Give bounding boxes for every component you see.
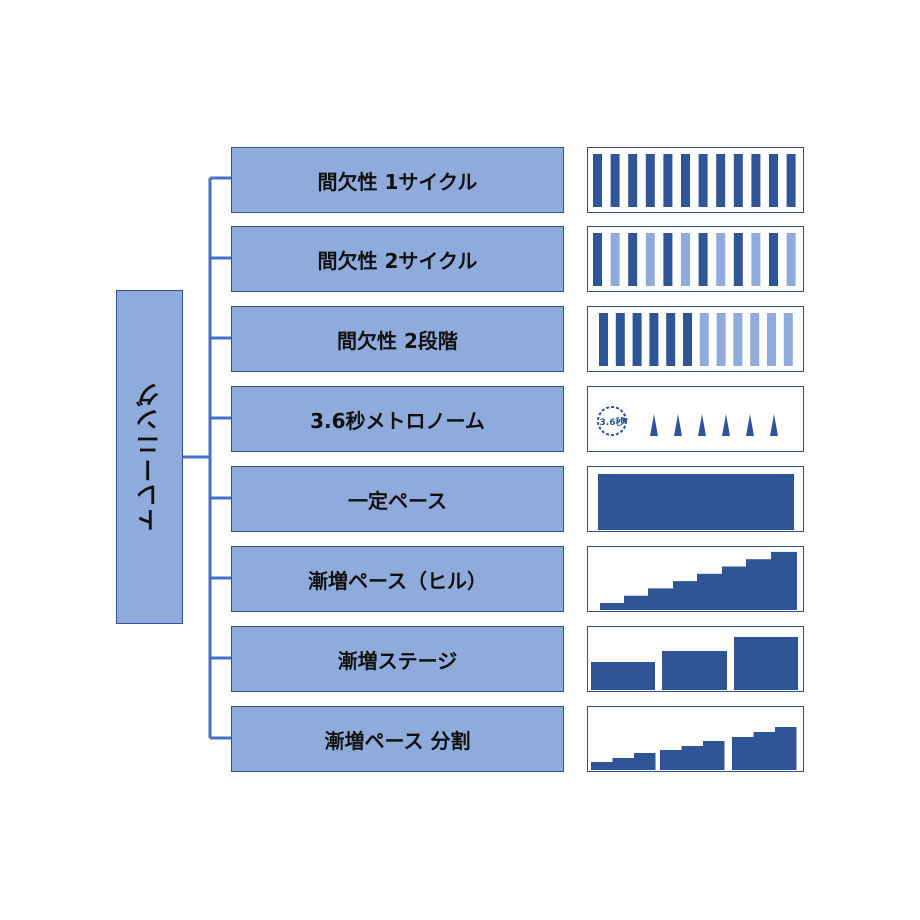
item-incremental-pace-split: 漸増ペース 分割 (231, 706, 564, 772)
stripe (733, 233, 743, 286)
stripe (698, 154, 708, 207)
step (634, 753, 656, 770)
item-label: 漸増ペース（ヒル） (308, 568, 487, 593)
stripe (599, 313, 608, 366)
constant-pace-icon (587, 466, 804, 532)
stripe (716, 313, 726, 366)
stripe (769, 154, 778, 207)
incremental-stage-icon (587, 626, 804, 692)
intermittent-2-stage-icon (587, 306, 804, 372)
stripe (733, 313, 743, 366)
stripe (628, 233, 638, 286)
stripe (666, 313, 676, 366)
stripe (632, 313, 642, 366)
metronome-text: 3.6秒 (600, 416, 625, 428)
stage (662, 651, 727, 690)
stripe (681, 154, 690, 207)
item-metronome: 3.6秒メトロノーム (231, 386, 564, 452)
metronome-arrow (622, 417, 628, 424)
incremental-pace-split-icon (587, 706, 804, 772)
stripe (786, 154, 796, 207)
step (697, 573, 722, 610)
stripe (783, 313, 793, 366)
beat-marker (770, 414, 778, 436)
item-label: 間欠性 1サイクル (317, 169, 478, 194)
stripe (593, 233, 602, 286)
step (775, 727, 797, 770)
stripe (681, 233, 690, 286)
beat-marker (746, 414, 754, 436)
item-label: 間欠性 2サイクル (317, 248, 478, 273)
stripe (786, 233, 796, 286)
stripe (769, 233, 778, 286)
item-label: 一定ペース (348, 488, 447, 513)
stage (734, 637, 798, 690)
step (612, 758, 634, 770)
step (703, 741, 725, 770)
stripe (698, 233, 708, 286)
stripe (751, 233, 761, 286)
item-intermittent-2-cycle: 間欠性 2サイクル (231, 226, 564, 292)
item-label: 漸増ステージ (337, 648, 458, 673)
item-intermittent-2-stage: 間欠性 2段階 (231, 306, 564, 372)
step (746, 559, 771, 610)
step (771, 551, 797, 610)
stage (591, 662, 655, 690)
item-incremental-pace-hill: 漸増ペース（ヒル） (231, 546, 564, 612)
beat-marker (722, 414, 730, 436)
intermittent-2-cycle-icon (587, 226, 804, 292)
step (673, 581, 697, 610)
step (753, 732, 775, 770)
step (591, 762, 613, 770)
item-label: 3.6秒メトロノーム (310, 408, 485, 433)
step (648, 588, 673, 610)
stripe (716, 154, 726, 207)
step (660, 750, 682, 770)
step (732, 737, 754, 770)
stripe (610, 154, 620, 207)
stripe (645, 233, 655, 286)
item-label: 漸増ペース 分割 (324, 728, 471, 753)
stripe (733, 154, 743, 207)
item-constant-pace: 一定ペース (231, 466, 564, 532)
step (681, 746, 703, 770)
stripe (615, 313, 625, 366)
step (624, 595, 648, 610)
step (600, 603, 624, 610)
stripe (751, 154, 761, 207)
stripe (628, 154, 638, 207)
stripe (593, 154, 602, 207)
root-node: トレーニング (116, 290, 183, 624)
stripe (683, 313, 692, 366)
item-incremental-stage: 漸増ステージ (231, 626, 564, 692)
item-intermittent-1-cycle: 間欠性 1サイクル (231, 147, 564, 213)
beat-marker (650, 414, 658, 436)
step (722, 566, 746, 610)
stripe (663, 154, 673, 207)
stripe (699, 313, 709, 366)
stripe (645, 154, 655, 207)
item-label: 間欠性 2段階 (337, 328, 458, 353)
stripe (767, 313, 776, 366)
pace-block (598, 474, 794, 530)
stripe (716, 233, 726, 286)
stripe (649, 313, 659, 366)
stripe (750, 313, 760, 366)
beat-marker (674, 414, 682, 436)
incremental-pace-hill-icon (587, 546, 804, 612)
metronome-icon: 3.6秒 (587, 386, 804, 452)
beat-marker (698, 414, 706, 436)
stripe (663, 233, 673, 286)
intermittent-1-cycle-icon (587, 147, 804, 213)
stripe (610, 233, 620, 286)
